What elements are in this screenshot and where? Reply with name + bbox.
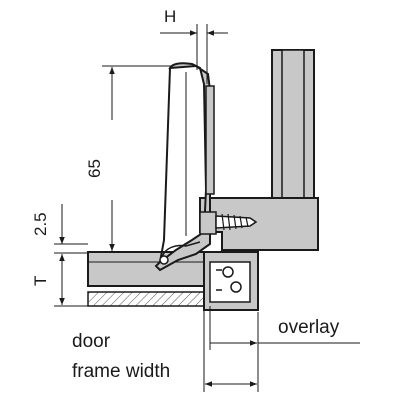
door-label: door	[72, 331, 111, 352]
dimension-frame-width: door frame width	[72, 306, 259, 392]
hinge-arm	[154, 62, 215, 272]
dim-65-label: 65	[85, 159, 104, 178]
mounting-screw	[199, 211, 258, 235]
dim-t-label: T	[31, 276, 50, 286]
dim-25-label: 2.5	[31, 212, 50, 236]
dimension-25: 2.5	[31, 204, 88, 254]
dimension-t: T	[31, 254, 88, 307]
frame-profile	[203, 251, 259, 311]
dimension-overlay: overlay	[209, 306, 360, 350]
overlay-label: overlay	[278, 317, 340, 338]
dim-h-label: H	[164, 7, 176, 26]
dimension-h: H	[160, 7, 228, 84]
dimension-65: 65	[85, 65, 172, 253]
frame-width-label: frame width	[72, 361, 170, 382]
